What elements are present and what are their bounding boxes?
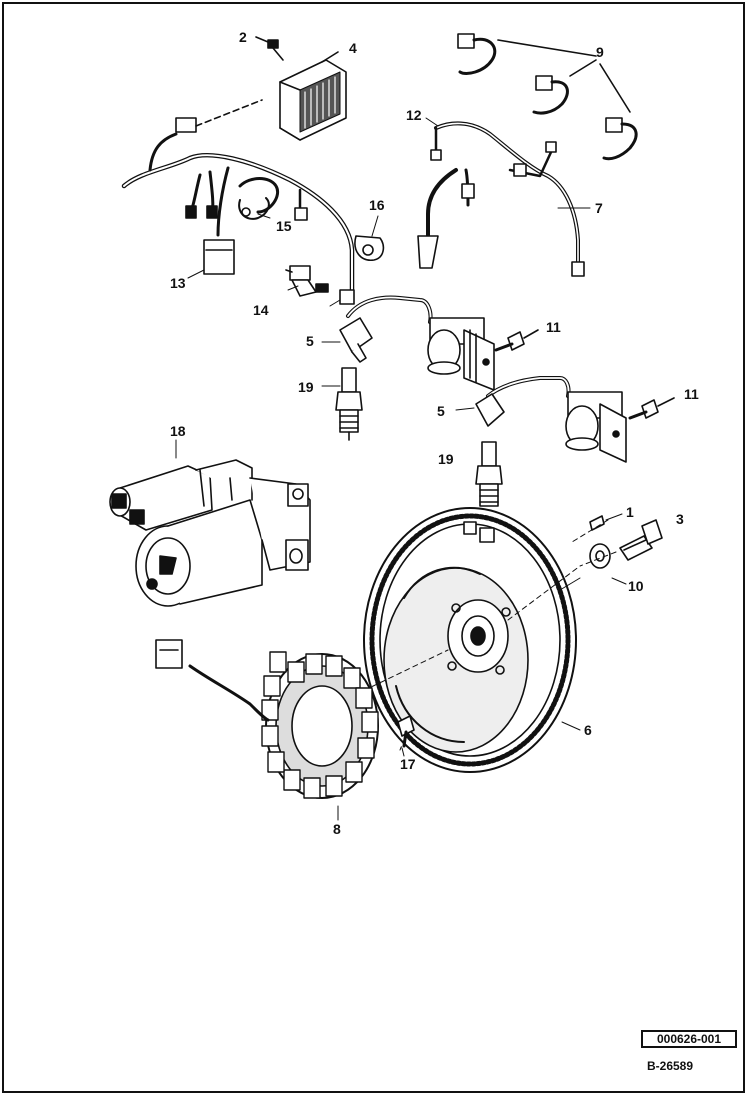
callout-2: 2 — [239, 29, 247, 45]
callout-7: 7 — [595, 200, 603, 216]
harness-clamp-16 — [354, 235, 385, 261]
callout-12: 12 — [406, 107, 422, 123]
callout-6: 6 — [584, 722, 592, 738]
spark-plug-lower — [475, 441, 503, 507]
flywheel — [363, 507, 581, 773]
voltage-regulator — [279, 59, 347, 141]
callout-5-lower: 5 — [437, 403, 445, 419]
callout-16: 16 — [369, 197, 385, 213]
wire-harness — [121, 99, 355, 305]
callout-4: 4 — [349, 40, 357, 56]
callout-1: 1 — [626, 504, 634, 520]
regulator-screw — [255, 36, 284, 61]
flywheel-washer — [589, 543, 611, 569]
stator-screw — [397, 715, 415, 748]
flywheel-bolt — [619, 519, 663, 561]
coil-screw-lower — [628, 397, 675, 420]
callout-15: 15 — [276, 218, 292, 234]
callout-17: 17 — [400, 756, 416, 772]
harness-clip-15 — [238, 197, 270, 220]
callout-11-upper: 11 — [546, 319, 561, 335]
callout-8: 8 — [333, 821, 341, 837]
callout-19-upper: 19 — [298, 379, 314, 395]
spark-plug-upper — [335, 367, 363, 441]
ignition-harness — [417, 121, 585, 277]
starter-motor — [109, 459, 311, 607]
flywheel-key — [589, 515, 605, 531]
coil-screw-upper — [494, 329, 539, 352]
ignition-coil-upper — [339, 295, 495, 391]
drawing-number: B-26589 — [647, 1059, 694, 1073]
callout-13: 13 — [170, 275, 186, 291]
callout-9: 9 — [596, 44, 604, 60]
callout-19-lower: 19 — [438, 451, 454, 467]
oil-pressure-switch-14 — [285, 265, 329, 297]
callout-5-upper: 5 — [306, 333, 314, 349]
ignition-coil-lower — [475, 376, 627, 463]
plug-wires-9 — [457, 33, 638, 161]
callout-18: 18 — [170, 423, 186, 439]
callout-3: 3 — [676, 511, 684, 527]
callout-10: 10 — [628, 578, 644, 594]
callout-leaders — [175, 117, 627, 821]
callout-14: 14 — [253, 302, 269, 318]
callout-11-lower: 11 — [684, 386, 699, 402]
illustration-code-label: 000626-001 — [641, 1030, 737, 1048]
alternator-stator — [155, 639, 379, 799]
